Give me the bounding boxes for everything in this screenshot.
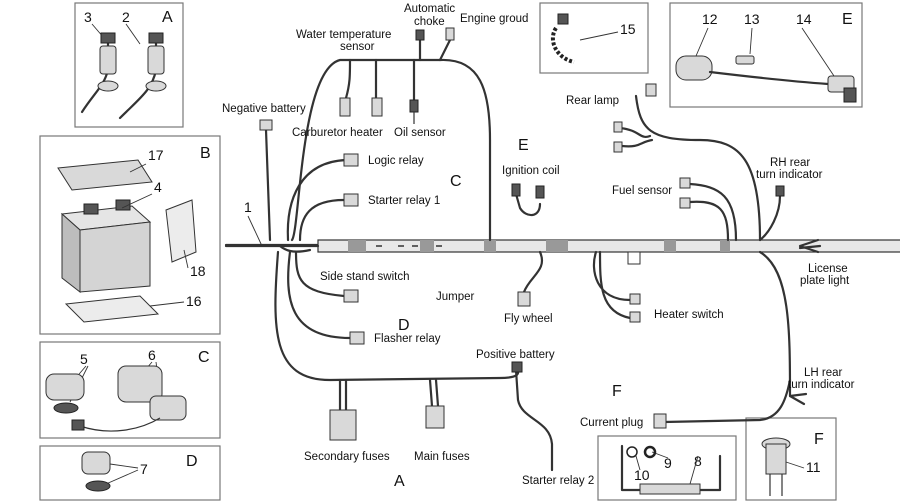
label-carburetor-heater: Carburetor heater (292, 127, 383, 139)
part-16-label: 16 (186, 293, 202, 309)
part-17-label: 17 (148, 147, 164, 163)
part-13-label: 13 (744, 11, 760, 27)
label-starter-relay-2: Starter relay 2 (522, 475, 594, 487)
box-b-letter: B (200, 145, 211, 162)
section-letter-d: D (398, 317, 410, 334)
box-c-relay-holders: C 5 6 (39, 341, 221, 439)
label-negative-battery: Negative battery (222, 103, 306, 115)
box-d-letter: D (186, 453, 198, 470)
box-f-socket: F 11 (745, 417, 837, 501)
part-14-label: 14 (796, 11, 812, 27)
part-12-label: 12 (702, 11, 718, 27)
label-starter-relay-1: Starter relay 1 (368, 195, 440, 207)
label-logic-relay: Logic relay (368, 155, 424, 167)
box-b-battery: B 17 4 18 16 (39, 135, 221, 335)
box-clamp: 15 (539, 2, 649, 74)
part-15-label: 15 (620, 21, 636, 37)
part-7-label: 7 (140, 461, 148, 477)
label-secondary-fuses: Secondary fuses (304, 451, 390, 463)
branch-lower-left (274, 250, 554, 472)
battery-drawing (57, 159, 197, 323)
label-flasher-relay: Flasher relay (374, 333, 441, 345)
label-side-stand-switch: Side stand switch (320, 271, 410, 283)
part-5-label: 5 (80, 351, 88, 367)
label-engine-ground: Engine groud (460, 13, 528, 25)
part-11-label: 11 (806, 459, 821, 475)
box-battery-cable: 10 9 8 (597, 435, 737, 501)
cable-clamp-drawing (550, 26, 575, 64)
box-d-flasher-holder: D 7 (39, 445, 221, 501)
box-e-letter: E (842, 11, 853, 28)
label-oil-sensor: Oil sensor (394, 127, 446, 139)
branch-ignition (511, 183, 545, 307)
part-10-label: 10 (634, 467, 650, 483)
harness-part-1-label: 1 (244, 199, 252, 215)
part-3-label: 3 (84, 9, 92, 25)
battery-cable-drawing (620, 444, 722, 495)
branch-engine-sensors (290, 27, 492, 242)
part-6-label: 6 (148, 347, 156, 363)
label-heater-switch: Heater switch (654, 309, 724, 321)
label-fly-wheel: Fly wheel (504, 313, 553, 325)
part-2-label: 2 (122, 9, 130, 25)
ignition-cable-drawing (675, 55, 857, 103)
label-fuel-sensor: Fuel sensor (612, 185, 672, 197)
label-main-fuses: Main fuses (414, 451, 470, 463)
branch-rear (592, 83, 820, 429)
part-18-label: 18 (190, 263, 206, 279)
section-letter-c: C (450, 173, 462, 190)
label-rear-lamp: Rear lamp (566, 95, 619, 107)
part-9-label: 9 (664, 455, 672, 471)
label-current-plug: Current plug (580, 417, 643, 429)
box-a-letter: A (162, 9, 173, 26)
part-4-label: 4 (154, 179, 162, 195)
harness-main (224, 239, 900, 265)
section-letter-e: E (518, 137, 529, 154)
label-positive-battery: Positive battery (476, 349, 555, 361)
branch-negative-battery (259, 119, 273, 242)
label-jumper: Jumper (436, 291, 475, 303)
fuse-holder-drawing (80, 32, 167, 120)
box-a-fuse-holders: A 3 2 (74, 2, 184, 128)
section-letter-a: A (394, 473, 405, 490)
box-e-spark-plug-cable: E 12 13 14 (669, 2, 863, 108)
branch-relays (286, 153, 359, 242)
relay-holder-drawing (45, 365, 187, 432)
box-c-letter: C (198, 349, 210, 366)
section-letter-f: F (612, 383, 622, 400)
box-f-letter: F (814, 431, 824, 448)
part-8-label: 8 (694, 453, 702, 469)
label-ignition-coil: Ignition coil (502, 165, 560, 177)
